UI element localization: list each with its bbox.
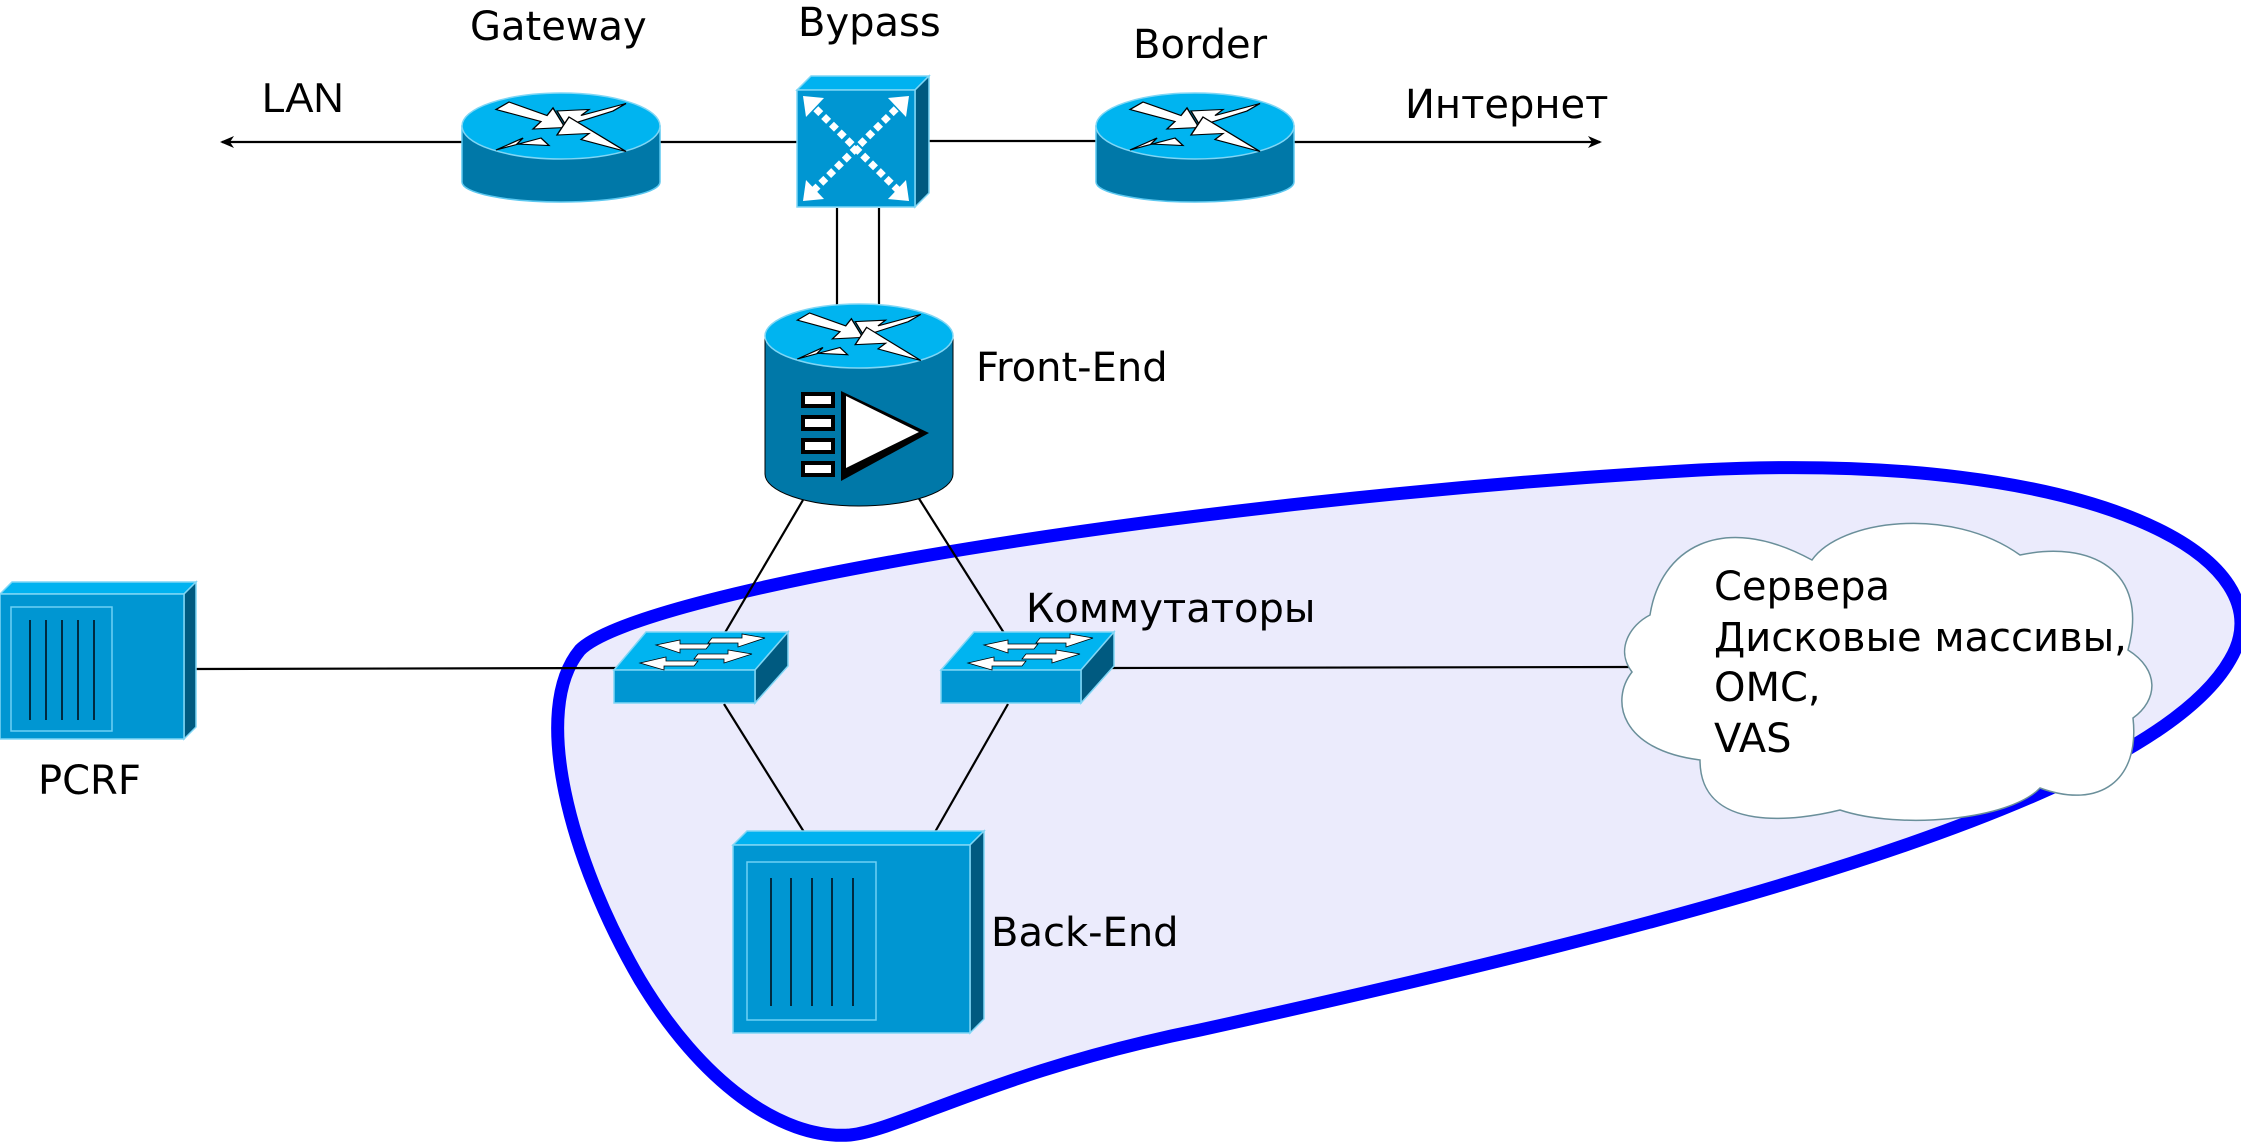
links — [194, 136, 1631, 833]
pcrf-server[interactable] — [0, 580, 198, 741]
switch-right[interactable] — [939, 629, 1116, 705]
border-router[interactable] — [1095, 92, 1295, 203]
label-internet: Интернет — [1405, 82, 1608, 128]
gateway-router[interactable] — [461, 92, 661, 203]
label-gateway: Gateway — [470, 4, 647, 50]
cloud-text: Сервера Дисковые массивы, ОМС, VAS — [1714, 564, 2127, 762]
front-end-router[interactable] — [764, 303, 954, 507]
link-switch-right-backend — [934, 703, 1009, 833]
router-arrows-icon — [494, 101, 627, 153]
label-switches: Коммутаторы — [1026, 586, 1315, 632]
back-end-server[interactable] — [731, 829, 986, 1035]
link-switch-right-cloud — [1111, 665, 1631, 670]
server-slots-icon — [29, 620, 95, 720]
label-front-end: Front-End — [976, 345, 1168, 391]
cloud-line: VAS — [1714, 716, 1792, 762]
cloud-line: Сервера — [1714, 564, 1890, 610]
link-frontend-switch-right — [917, 496, 1005, 634]
link-switch-left-backend — [723, 703, 805, 833]
switch-arrows-icon — [638, 633, 766, 671]
link-frontend-switch-left — [722, 499, 804, 637]
cloud-line: Дисковые массивы, — [1714, 615, 2127, 661]
bypass-switch[interactable] — [795, 74, 931, 209]
cross-arrows-icon — [803, 96, 909, 201]
label-border: Border — [1133, 22, 1268, 68]
link-pcrf-switch-left — [194, 666, 619, 671]
server-slots-icon — [770, 878, 854, 1006]
router-arrows-icon — [795, 312, 922, 361]
router-arrows-icon — [1128, 101, 1261, 153]
label-pcrf: PCRF — [38, 758, 141, 804]
label-lan: LAN — [262, 74, 344, 121]
cloud-line: ОМС, — [1714, 665, 1821, 711]
label-back-end: Back-End — [991, 910, 1179, 956]
switch-arrows-icon — [966, 633, 1094, 671]
switch-left[interactable] — [612, 629, 790, 705]
label-bypass: Bypass — [798, 0, 941, 46]
services-cloud[interactable] — [1621, 522, 2153, 822]
content-play-icon — [801, 391, 929, 481]
